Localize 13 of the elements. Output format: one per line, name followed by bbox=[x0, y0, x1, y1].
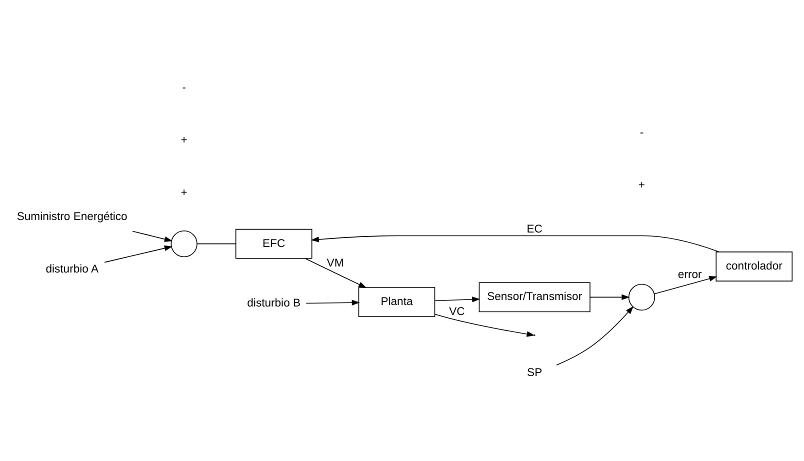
edge-label: error bbox=[678, 268, 702, 281]
edge-label: EC bbox=[526, 224, 542, 236]
node-text: disturbio B bbox=[247, 298, 301, 310]
edge-label: VM bbox=[326, 258, 344, 270]
label: - bbox=[182, 82, 186, 94]
node-text: SP bbox=[527, 367, 542, 380]
edge-label: VC bbox=[449, 306, 465, 318]
label: - bbox=[640, 127, 644, 140]
label: + bbox=[638, 180, 646, 192]
node-text: disturbio A bbox=[46, 264, 98, 276]
label: + bbox=[180, 186, 188, 199]
node-text: Suministro Energético bbox=[16, 211, 128, 224]
label: + bbox=[180, 134, 188, 146]
